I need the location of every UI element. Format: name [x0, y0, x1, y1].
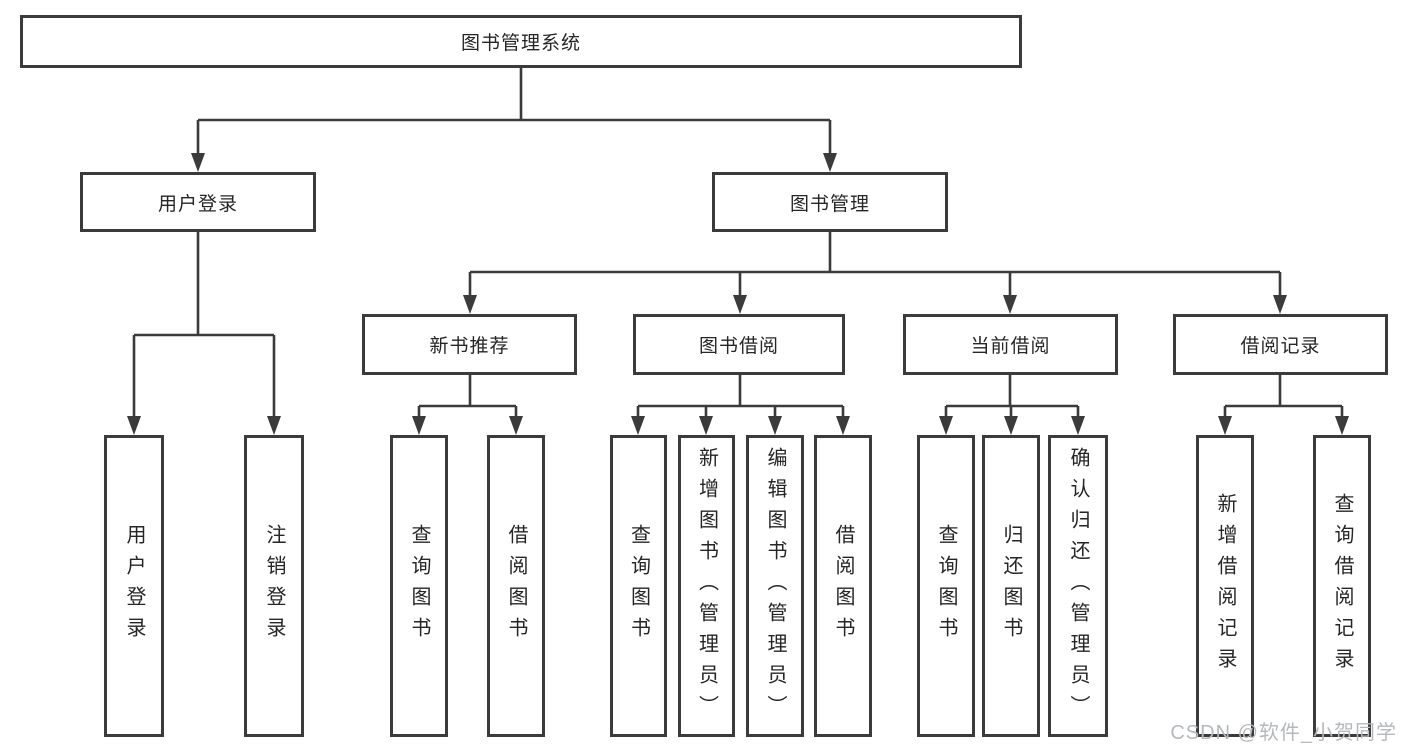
leaf-query-book-current: 查询图书 [917, 435, 975, 737]
rail-new-book-recommend-to-leaves [419, 375, 516, 408]
csdn-watermark: CSDN @软件_小贺同学 [1170, 722, 1397, 744]
leaf-query-book-recommend: 查询图书 [390, 435, 448, 737]
node-user-login: 用户登录 [80, 172, 316, 232]
node-book-borrow: 图书借阅 [633, 314, 845, 375]
leaf-query-borrow-record: 查询借阅记录 [1313, 435, 1371, 737]
leaf-add-book-admin: 新增图书（管理员） [678, 435, 735, 737]
leaf-borrow-book: 借阅图书 [814, 435, 872, 737]
arrowheads [127, 120, 1349, 435]
leaf-add-borrow-record: 新增借阅记录 [1196, 435, 1254, 737]
rail-user-login-to-leaves [134, 232, 274, 337]
leaf-edit-book-admin: 编辑图书（管理员） [746, 435, 804, 737]
leaf-user-login: 用户登录 [104, 435, 164, 737]
rail-book-management-to-level3 [470, 232, 1280, 274]
rail-borrow-record-to-leaves [1225, 375, 1342, 408]
leaf-confirm-return-admin: 确认归还（管理员） [1048, 435, 1108, 737]
rail-current-borrow-to-leaves [946, 375, 1078, 408]
node-borrow-record: 借阅记录 [1173, 314, 1388, 375]
leaf-logout-login: 注销登录 [244, 435, 304, 737]
leaf-query-book-borrow: 查询图书 [610, 435, 667, 737]
rail-root-to-level2 [198, 68, 830, 122]
leaf-borrow-book-recommend: 借阅图书 [487, 435, 545, 737]
node-new-book-recommend: 新书推荐 [362, 314, 577, 375]
node-current-borrow: 当前借阅 [903, 314, 1118, 375]
node-book-management: 图书管理 [712, 172, 948, 232]
node-root-library-system: 图书管理系统 [20, 15, 1022, 68]
leaf-return-book: 归还图书 [982, 435, 1040, 737]
rail-book-borrow-to-leaves [638, 375, 843, 408]
